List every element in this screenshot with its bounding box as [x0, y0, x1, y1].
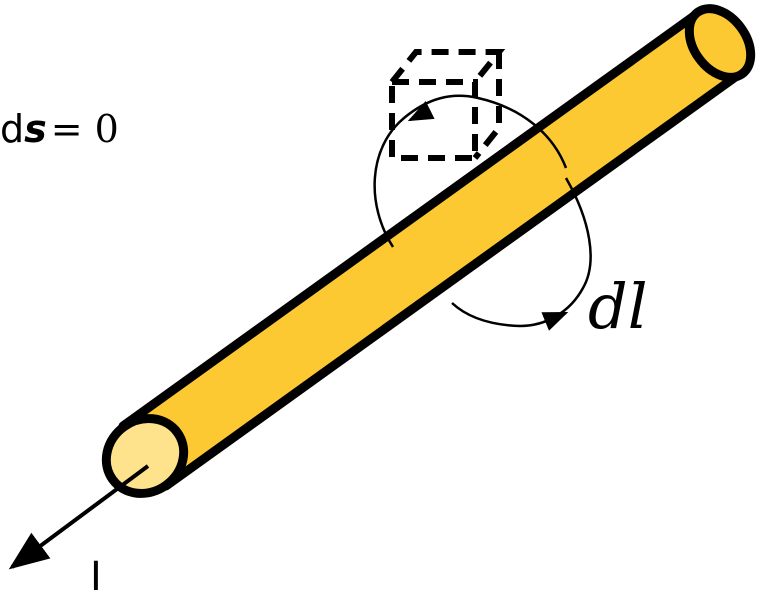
cylinder-body [123, 13, 741, 486]
cylinder-near-end [101, 414, 189, 498]
surface-vector: s [24, 107, 47, 151]
cylinder-far-end [684, 4, 756, 82]
line-element-label: dl [588, 270, 648, 343]
equation-rhs: = 0 [50, 107, 119, 151]
amperian-loop-back [373, 94, 568, 248]
amperian-loop-front [451, 177, 592, 328]
current-label: I [90, 554, 102, 600]
loop-arrowhead-upper-icon [407, 100, 435, 122]
equation-prefix: d [0, 107, 25, 151]
flux-equation: ds= 0 [0, 104, 119, 154]
dashed-cube [389, 49, 506, 161]
current-arrow-icon [8, 464, 150, 570]
cylinder-top-edge [118, 8, 703, 431]
loop-arrowhead-icon [541, 311, 569, 331]
cylinder-bottom-edge [161, 68, 746, 491]
